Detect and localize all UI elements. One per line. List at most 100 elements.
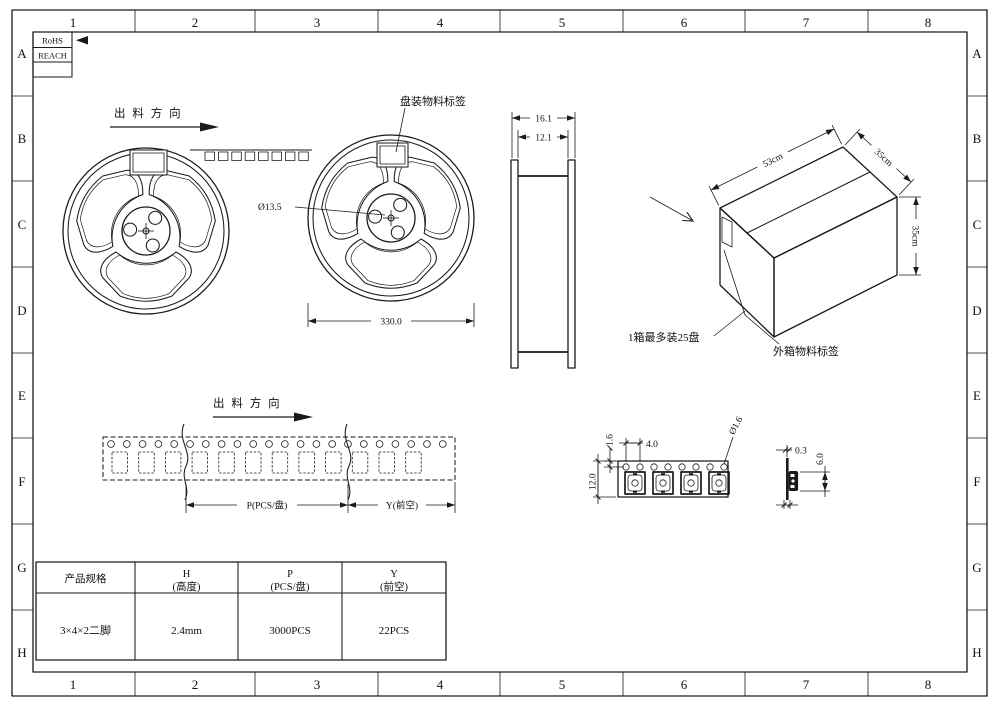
base-width-ticks xyxy=(776,500,798,509)
grid-row-label: G xyxy=(17,560,26,575)
grid-col-label: 1 xyxy=(70,15,77,30)
carton-length-dimension: 53cm xyxy=(708,124,843,206)
hole-pitch-dimension: 4.0 xyxy=(619,438,658,462)
flange-inner-dimension: 12.1 xyxy=(517,130,569,158)
carton-capacity-note: 1箱最多装25盘 xyxy=(628,330,700,344)
col-header-y: Y xyxy=(390,569,398,580)
feed-direction-label: 出 料 方 向 xyxy=(213,396,282,410)
bore-dimension: Ø13.5 xyxy=(258,203,282,213)
leader-span-text: Y(前空) xyxy=(386,500,418,512)
col-header-h-sub: (高度) xyxy=(173,580,201,593)
grid-col-label: 7 xyxy=(803,15,810,30)
grid-col-label: 3 xyxy=(314,677,321,692)
hole-diameter-dimension: Ø1.6 xyxy=(723,415,746,465)
grid-col-label: 4 xyxy=(437,677,444,692)
grid-row-label: B xyxy=(18,131,27,146)
cell-qty-per-reel: 3000PCS xyxy=(269,625,311,637)
spec-table: 产品规格 H (高度) P (PCS/盘) Y (前空) 3×4×2二脚 2.4… xyxy=(35,561,447,661)
grid-row-labels-right: A B C D E F G H xyxy=(972,46,982,660)
grid-col-label: 2 xyxy=(192,15,199,30)
frame-ticks xyxy=(12,10,987,696)
reel-od-text: 330.0 xyxy=(380,318,402,328)
reel-label-note: 盘装物料标签 xyxy=(400,94,466,108)
rohs-stamp-label: RoHS xyxy=(42,36,63,46)
grid-column-labels-top: 1 2 3 4 5 6 7 8 xyxy=(70,15,932,30)
cell-leader-qty: 22PCS xyxy=(379,625,410,637)
col-header-h: H xyxy=(183,569,191,580)
direction-arrow-icon xyxy=(294,412,313,422)
col-header-spec: 产品规格 xyxy=(65,572,107,585)
grid-col-label: 8 xyxy=(925,677,932,692)
grid-row-label: H xyxy=(17,645,26,660)
col-header-p-sub: (PCS/盘) xyxy=(270,580,310,593)
pocket-height-text: 6.0 xyxy=(816,453,826,465)
carton-side-label xyxy=(721,216,733,248)
reach-stamp-label: REACH xyxy=(38,51,67,61)
direction-arrow-icon xyxy=(200,122,219,132)
grid-col-label: 2 xyxy=(192,677,199,692)
grid-col-label: 5 xyxy=(559,15,566,30)
thickness-text: 0.3 xyxy=(795,447,807,457)
tape-break-mark xyxy=(181,423,189,501)
grid-col-label: 5 xyxy=(559,677,566,692)
tape-width-dimension: 12.0 xyxy=(589,454,616,504)
grid-row-label: A xyxy=(972,46,982,61)
pocket-height-dimension: 6.0 xyxy=(800,453,830,497)
carton-pointer-arrow xyxy=(649,196,693,221)
thickness-dimension: 0.3 xyxy=(776,445,807,457)
pitch-span-text: P(PCS/盘) xyxy=(247,500,288,512)
grid-col-label: 8 xyxy=(925,15,932,30)
grid-row-label: B xyxy=(973,131,982,146)
grid-row-labels-left: A B C D E F G H xyxy=(17,46,27,660)
feed-direction-label: 出 料 方 向 xyxy=(114,106,183,120)
carton-height-dimension: 35cm xyxy=(899,196,922,276)
grid-col-label: 6 xyxy=(681,677,688,692)
reel-front-view-2: 盘装物料标签 Ø13.5 330.0 xyxy=(258,94,476,328)
tape-span-dimensions: P(PCS/盘) Y(前空) xyxy=(185,482,456,513)
reel-side-view: 16.1 12.1 xyxy=(510,112,576,369)
flange-outer-text: 16.1 xyxy=(535,115,552,125)
tape-leader-strip xyxy=(204,151,309,161)
stamp-pointer-icon xyxy=(76,36,88,45)
edge-margin-text: 1.6 xyxy=(606,434,616,446)
hole-diameter-text: Ø1.6 xyxy=(728,415,746,436)
grid-row-label: G xyxy=(972,560,981,575)
grid-row-label: H xyxy=(972,645,981,660)
col-header-p: P xyxy=(287,569,293,580)
carton-label-note: 外箱物料标签 xyxy=(773,344,839,358)
grid-row-label: E xyxy=(18,388,26,403)
col-header-y-sub: (前空) xyxy=(380,580,408,593)
flange-outer-dimension: 16.1 xyxy=(511,112,576,158)
pocket-detail-view: 1.6 4.0 12.0 Ø1.6 xyxy=(589,415,746,504)
tape-width-text: 12.0 xyxy=(589,473,599,490)
component-pockets xyxy=(624,471,730,495)
drawing-frame: 1 2 3 4 5 6 7 8 1 2 3 4 5 6 7 8 A B C D … xyxy=(11,9,988,697)
filled-pockets xyxy=(191,451,342,474)
carton-box-view: 53cm 35cm 35cm 1箱最多装25盘 外箱物料标签 xyxy=(628,124,922,358)
grid-col-label: 7 xyxy=(803,677,810,692)
carton-height-text: 35cm xyxy=(910,225,920,247)
grid-row-label: C xyxy=(973,217,982,232)
detail-sprocket-holes xyxy=(622,463,728,471)
compliance-stamp: RoHS REACH xyxy=(32,31,88,78)
hole-pitch-text: 4.0 xyxy=(646,440,658,450)
tape-break-mark xyxy=(344,423,352,501)
sprocket-holes xyxy=(107,440,447,448)
grid-col-label: 3 xyxy=(314,15,321,30)
grid-row-label: F xyxy=(18,474,25,489)
grid-column-labels-bottom: 1 2 3 4 5 6 7 8 xyxy=(70,677,932,692)
carton-depth-dimension: 35cm xyxy=(844,128,915,196)
reel-front-view-1: 出 料 方 向 xyxy=(61,106,312,315)
pocket-side-view: 0.3 6.0 xyxy=(776,445,830,509)
grid-row-label: E xyxy=(973,388,981,403)
component-profile xyxy=(788,471,799,491)
grid-row-label: C xyxy=(18,217,27,232)
grid-col-label: 1 xyxy=(70,677,77,692)
cell-product-spec: 3×4×2二脚 xyxy=(60,623,111,637)
cell-height: 2.4mm xyxy=(171,625,202,637)
grid-row-label: D xyxy=(17,303,26,318)
empty-pockets xyxy=(111,451,422,474)
grid-row-label: A xyxy=(17,46,27,61)
